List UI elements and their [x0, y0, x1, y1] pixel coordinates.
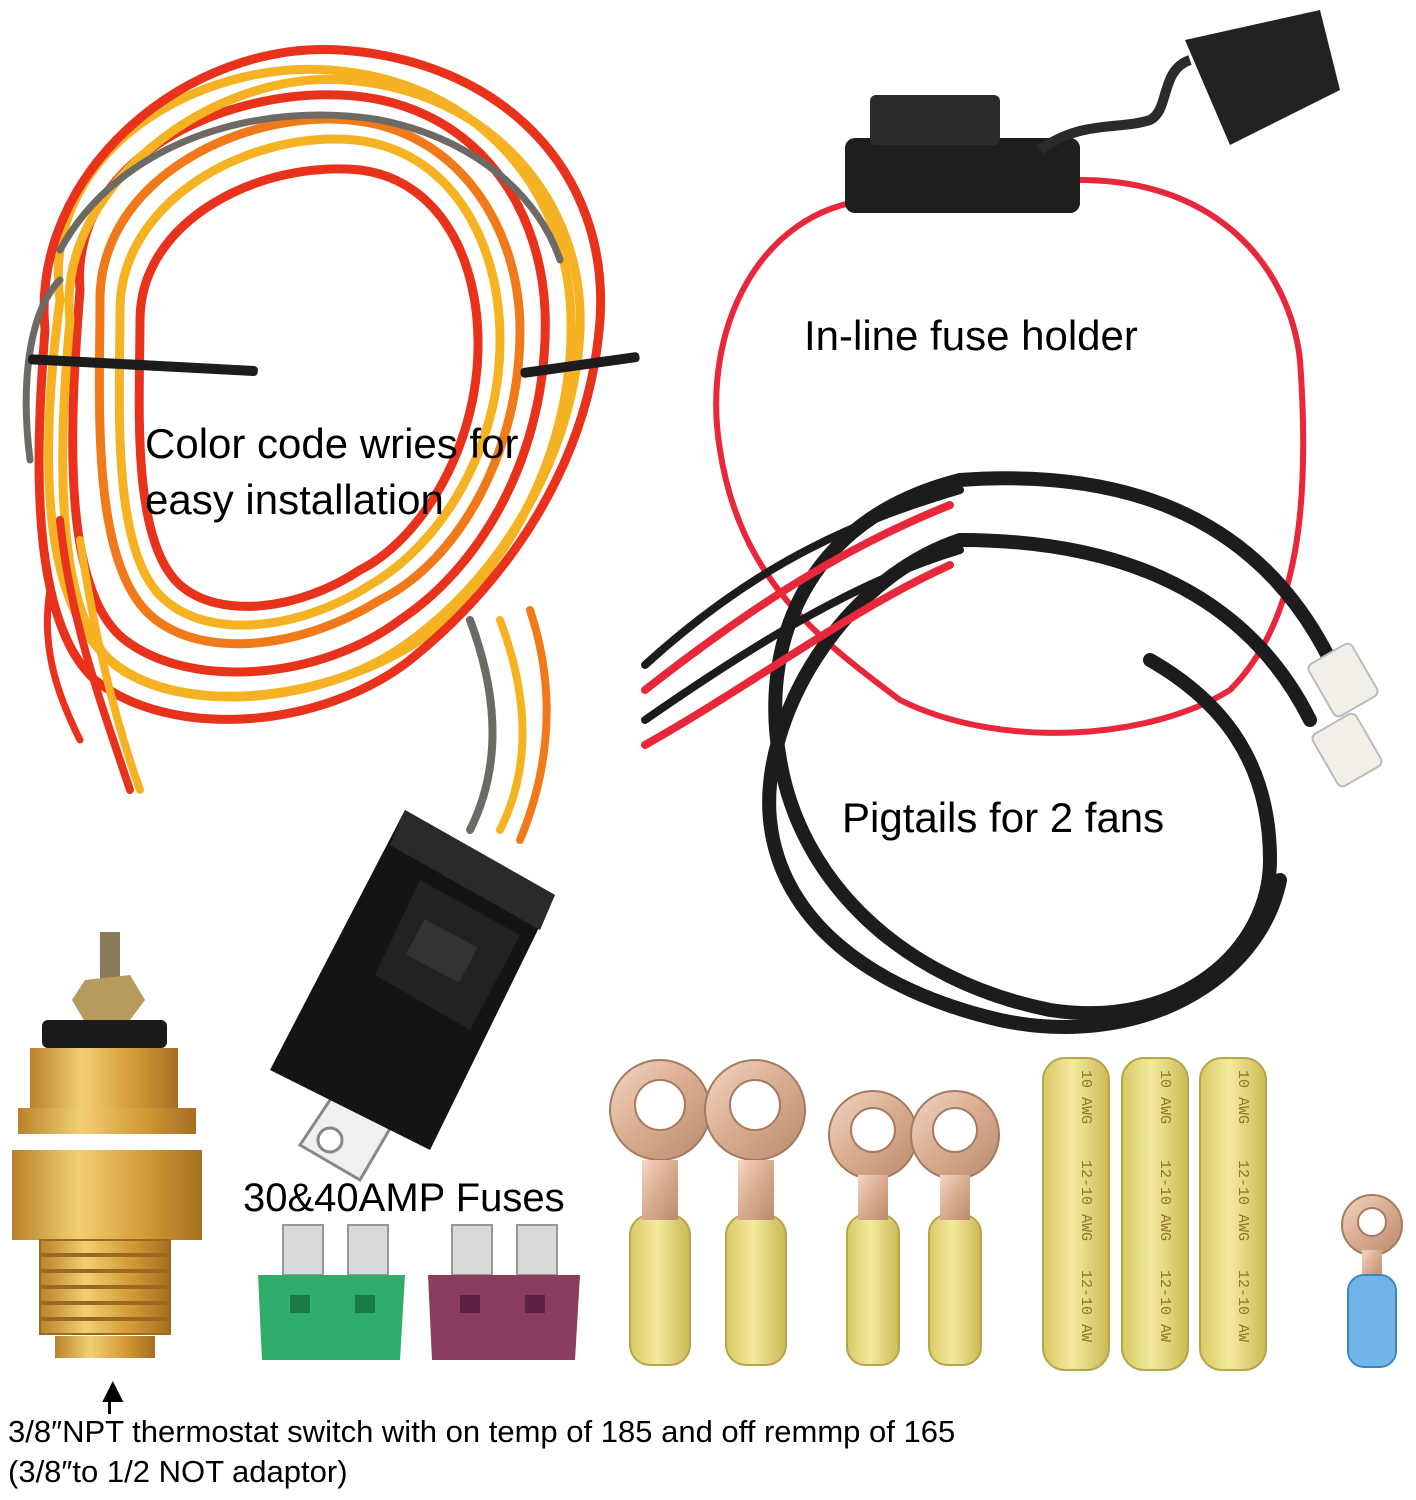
- connector-marking: 10 AWG: [1234, 1070, 1251, 1124]
- thermostat-switch: [12, 932, 202, 1358]
- connector-marking: 10 AWG: [1077, 1070, 1094, 1124]
- ring-terminals: [609, 1059, 1000, 1366]
- pigtails-label: Pigtails for 2 fans: [842, 794, 1165, 841]
- blue-ring-terminal: [1341, 1194, 1403, 1368]
- ring-terminal: [609, 1059, 711, 1366]
- connector-marking: 12-10 AW: [1156, 1270, 1173, 1342]
- fuse-40amp: [428, 1224, 580, 1360]
- inline-fuse-holder: [713, 10, 1340, 736]
- fuses-label: 30&40AMP Fuses: [243, 1176, 565, 1220]
- connector-marking: 12-10 AW: [1077, 1270, 1094, 1342]
- connector-marking: 12-10 AWG: [1156, 1160, 1173, 1241]
- connector-marking: 10 AWG: [1156, 1070, 1173, 1124]
- switch-caption: 3/8″NPT thermostat switch with on temp o…: [8, 1412, 955, 1492]
- butt-connectors: 10 AWG 12-10 AWG 12-10 AW 10 AWG 12-10 A…: [1042, 1057, 1267, 1371]
- wire-harness: [22, 44, 640, 844]
- connector-marking: 12-10 AWG: [1077, 1160, 1094, 1241]
- connector-marking: 12-10 AWG: [1234, 1160, 1251, 1241]
- wires-label: Color code wries for easy installation: [145, 416, 518, 528]
- switch-caption-line2: (3/8″to 1/2 NOT adaptor): [8, 1454, 348, 1489]
- fuse-30amp: [258, 1224, 405, 1360]
- arrow-stem: [108, 1398, 111, 1414]
- relay: [270, 810, 555, 1183]
- ring-terminal: [704, 1059, 806, 1366]
- butt-connector: 10 AWG 12-10 AWG 12-10 AW: [1042, 1057, 1110, 1371]
- wires-label-line1: Color code wries for: [145, 420, 519, 467]
- wires-label-line2: easy installation: [145, 476, 444, 523]
- butt-connector: 10 AWG 12-10 AWG 12-10 AW: [1121, 1057, 1189, 1371]
- switch-caption-line1: 3/8″NPT thermostat switch with on temp o…: [8, 1414, 956, 1449]
- ring-terminal: [910, 1090, 1000, 1366]
- arrow-up-icon: ▲: [95, 1369, 131, 1410]
- connector-marking: 12-10 AW: [1234, 1270, 1251, 1342]
- pigtails: [641, 471, 1383, 1034]
- fuse-holder-label: In-line fuse holder: [804, 312, 1138, 359]
- butt-connector: 10 AWG 12-10 AWG 12-10 AW: [1199, 1057, 1267, 1371]
- ring-terminal: [828, 1090, 918, 1366]
